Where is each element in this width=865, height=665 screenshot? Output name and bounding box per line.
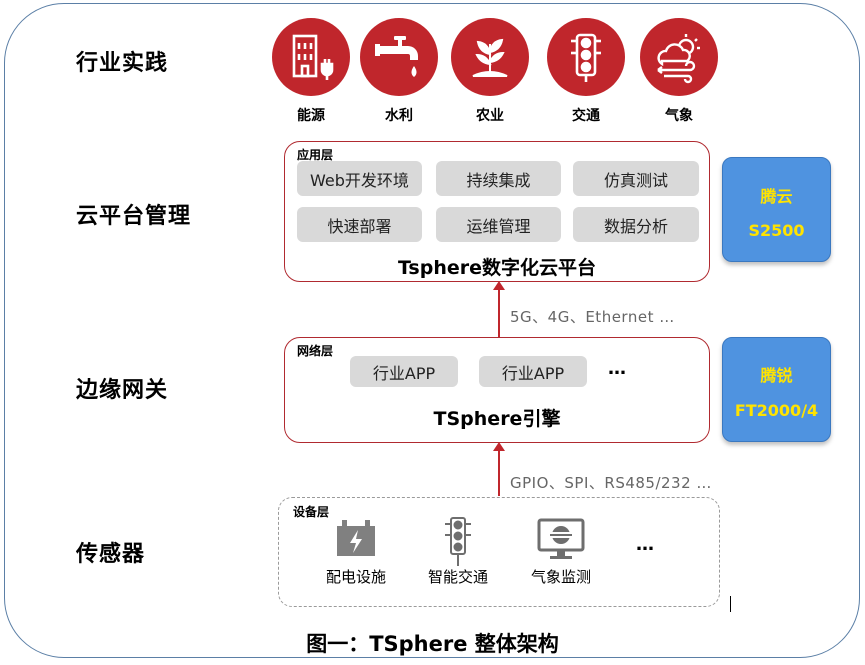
arrow-up-connector [493,442,505,496]
more-ellipsis: … [636,534,655,555]
figure-caption: 图一：TSphere 整体架构 [306,632,559,656]
text-cursor [730,596,731,612]
device-traffic: 智能交通 [413,516,503,587]
app-item-analytics: 数据分析 [573,207,699,242]
protocol-label-network: 5G、4G、Ethernet … [510,308,675,326]
chip-name: 腾锐 [760,366,793,385]
row-label-sensor: 传感器 [76,542,146,567]
layer-tag: 网络层 [297,344,334,358]
industry-app-item: 行业APP [350,356,458,387]
more-ellipsis: … [608,358,627,379]
sprout-icon [451,18,529,96]
layer-tag: 应用层 [297,148,334,162]
row-label-edge: 边缘网关 [76,378,169,403]
device-label: 配电设施 [325,568,386,586]
app-item-simulation: 仿真测试 [573,161,699,196]
building-plug-icon [272,18,350,96]
protocol-label-device: GPIO、SPI、RS485/232 … [510,474,712,492]
network-layer-title: TSphere引擎 [433,408,561,430]
row-label-cloud: 云平台管理 [76,204,192,229]
device-power: 配电设施 [311,516,401,587]
edge-hardware-chip: 腾锐 FT2000/4 [722,337,831,442]
industry-energy: 能源 [271,18,351,125]
app-item-deploy: 快速部署 [297,207,422,242]
device-label: 智能交通 [427,568,488,586]
industry-app-item: 行业APP [479,356,587,387]
traffic-light-icon [547,18,625,96]
industry-water: 水利 [359,18,439,125]
chip-name: 腾云 [760,187,793,206]
device-weather: 气象监测 [516,516,606,587]
device-label: 气象监测 [530,568,591,586]
industry-label: 气象 [665,108,693,124]
traffic-light-icon [445,517,471,566]
industry-label: 能源 [297,108,325,124]
industry-label: 交通 [572,108,600,124]
weather-monitor-icon [537,518,585,559]
app-item-ci: 持续集成 [436,161,561,196]
application-layer: 应用层 Web开发环境 持续集成 仿真测试 快速部署 运维管理 数据分析 Tsp… [284,141,710,282]
network-layer: 网络层 行业APP 行业APP … TSphere引擎 [284,337,710,443]
chip-model: S2500 [748,221,805,240]
industry-label: 水利 [385,108,413,124]
arrow-up-connector [493,281,505,337]
device-layer: 设备层 配电设施 智能交通 气象监测 [278,497,720,607]
app-item-ops: 运维管理 [436,207,561,242]
weather-cloud-sun-icon [640,18,718,96]
outer-frame [4,3,860,658]
water-faucet-icon [360,18,438,96]
app-item-web-dev: Web开发环境 [297,161,422,196]
cloud-hardware-chip: 腾云 S2500 [722,157,831,262]
app-layer-title: Tsphere数字化云平台 [397,257,597,279]
industry-label: 农业 [476,108,504,124]
industry-traffic: 交通 [546,18,626,125]
power-distribution-icon [337,520,375,556]
row-label-practice: 行业实践 [76,51,169,76]
industry-weather: 气象 [639,18,719,125]
industry-agriculture: 农业 [450,18,530,125]
layer-tag: 设备层 [293,505,330,519]
chip-model: FT2000/4 [734,401,819,420]
